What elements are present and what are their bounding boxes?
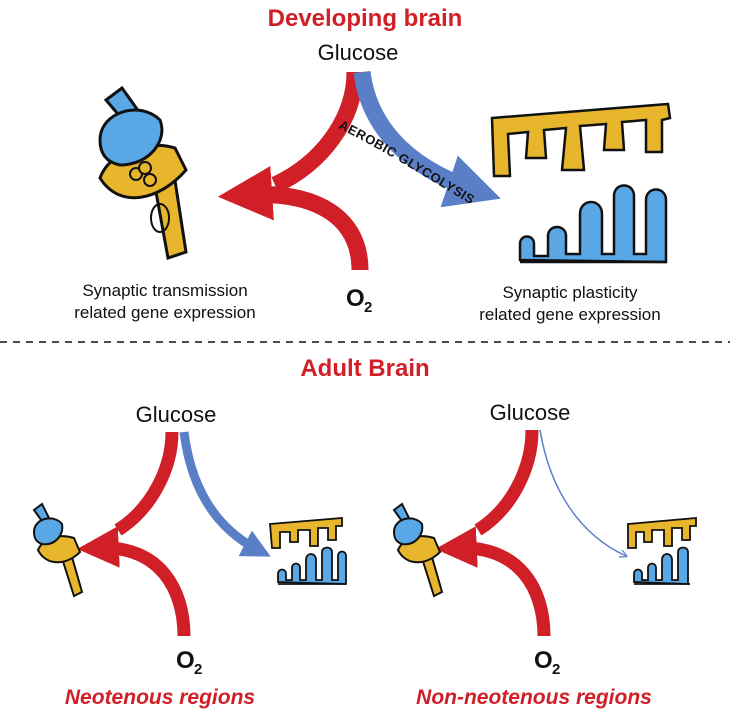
neotenous-synapse-icon (32, 502, 84, 598)
developing-title: Developing brain (268, 5, 463, 32)
non-neotenous-red-arrow (435, 429, 551, 637)
non-neotenous-glucose-label: Glucose (490, 400, 571, 425)
developing-glucose-label: Glucose (318, 40, 399, 65)
neotenous-o2-subscript: 2 (194, 661, 202, 678)
developing-blue-arrow (353, 70, 501, 208)
non-neotenous-spines-icon (627, 517, 697, 585)
non-neotenous-blue-arrow (539, 429, 626, 556)
non-neotenous-o2-label: O (534, 647, 553, 674)
caption-plasticity-line2: related gene expression (479, 305, 660, 324)
non-neotenous-synapse-icon (392, 502, 444, 598)
neotenous-red-arrow (77, 431, 191, 637)
adult-title: Adult Brain (300, 355, 429, 382)
non-neotenous-o2-subscript: 2 (552, 661, 560, 678)
neotenous-o2-label: O (176, 647, 195, 674)
developing-o2-subscript: 2 (364, 299, 372, 316)
non-neotenous-regions-label: Non-neotenous regions (416, 686, 652, 709)
neotenous-blue-arrow (179, 431, 271, 557)
synapse-transmission-icon (98, 85, 188, 260)
developing-red-arrow (217, 71, 369, 271)
caption-plasticity-line1: Synaptic plasticity (502, 283, 638, 302)
synaptic-plasticity-icon (490, 102, 672, 264)
aerobic-glycolysis-label: AEROBIC GLYCOLYSIS (337, 117, 478, 207)
neotenous-regions-label: Neotenous regions (65, 686, 255, 709)
caption-transmission-line2: related gene expression (74, 303, 255, 322)
developing-o2-label: O (346, 285, 365, 312)
neotenous-spines-icon (269, 517, 347, 585)
neotenous-glucose-label: Glucose (136, 402, 217, 427)
caption-transmission-line1: Synaptic transmission (82, 281, 247, 300)
